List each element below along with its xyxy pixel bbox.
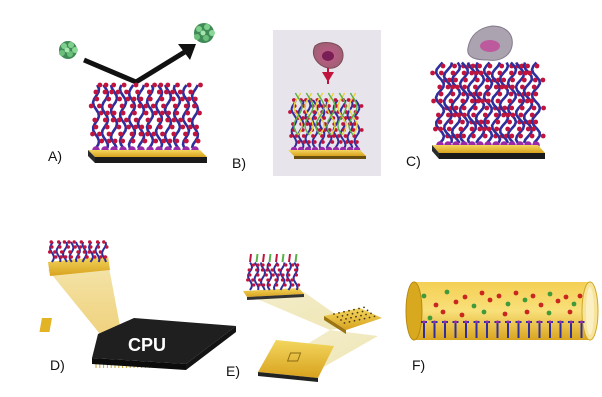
microarray-chip-e	[324, 306, 382, 334]
cell-b	[313, 42, 344, 69]
polymer-brush-c	[430, 61, 546, 149]
gold-substrate-a	[88, 150, 207, 163]
gold-substrate-c	[432, 145, 545, 159]
protein-cluster-left	[59, 41, 78, 59]
polymer-brush-a	[88, 82, 203, 154]
array-spots	[333, 306, 376, 324]
cell-c	[467, 25, 513, 61]
gold-plate-e-bottom	[258, 340, 334, 382]
panel-f-label: F)	[412, 357, 426, 373]
tube-particles	[421, 289, 583, 321]
panel-c	[430, 25, 546, 159]
panel-b	[273, 30, 381, 176]
panel-e	[243, 253, 382, 382]
panel-b-label: B)	[232, 155, 246, 171]
polymer-brush-b	[288, 92, 364, 154]
cpu-chip-label: CPU	[128, 335, 166, 355]
panel-a-label: A)	[48, 148, 62, 164]
zoom-beam-d	[48, 262, 120, 334]
cpu-chip: CPU	[39, 318, 236, 370]
gold-plate-e-top	[243, 288, 304, 300]
panel-c-label: C)	[406, 153, 421, 169]
gold-substrate-b	[288, 150, 366, 159]
repulsion-arrow	[83, 44, 196, 85]
panel-d: CPU	[39, 240, 236, 370]
panel-d-label: D)	[50, 357, 65, 373]
panel-a	[59, 23, 215, 163]
receptor-b	[322, 68, 334, 84]
polymer-brush-e	[246, 253, 301, 291]
panel-e-label: E)	[226, 363, 240, 379]
gold-pad-d	[48, 256, 110, 276]
polymer-brush-d	[48, 240, 109, 263]
protein-cluster-right	[194, 23, 215, 43]
panel-f	[405, 281, 599, 341]
tube-brushes	[421, 320, 585, 338]
